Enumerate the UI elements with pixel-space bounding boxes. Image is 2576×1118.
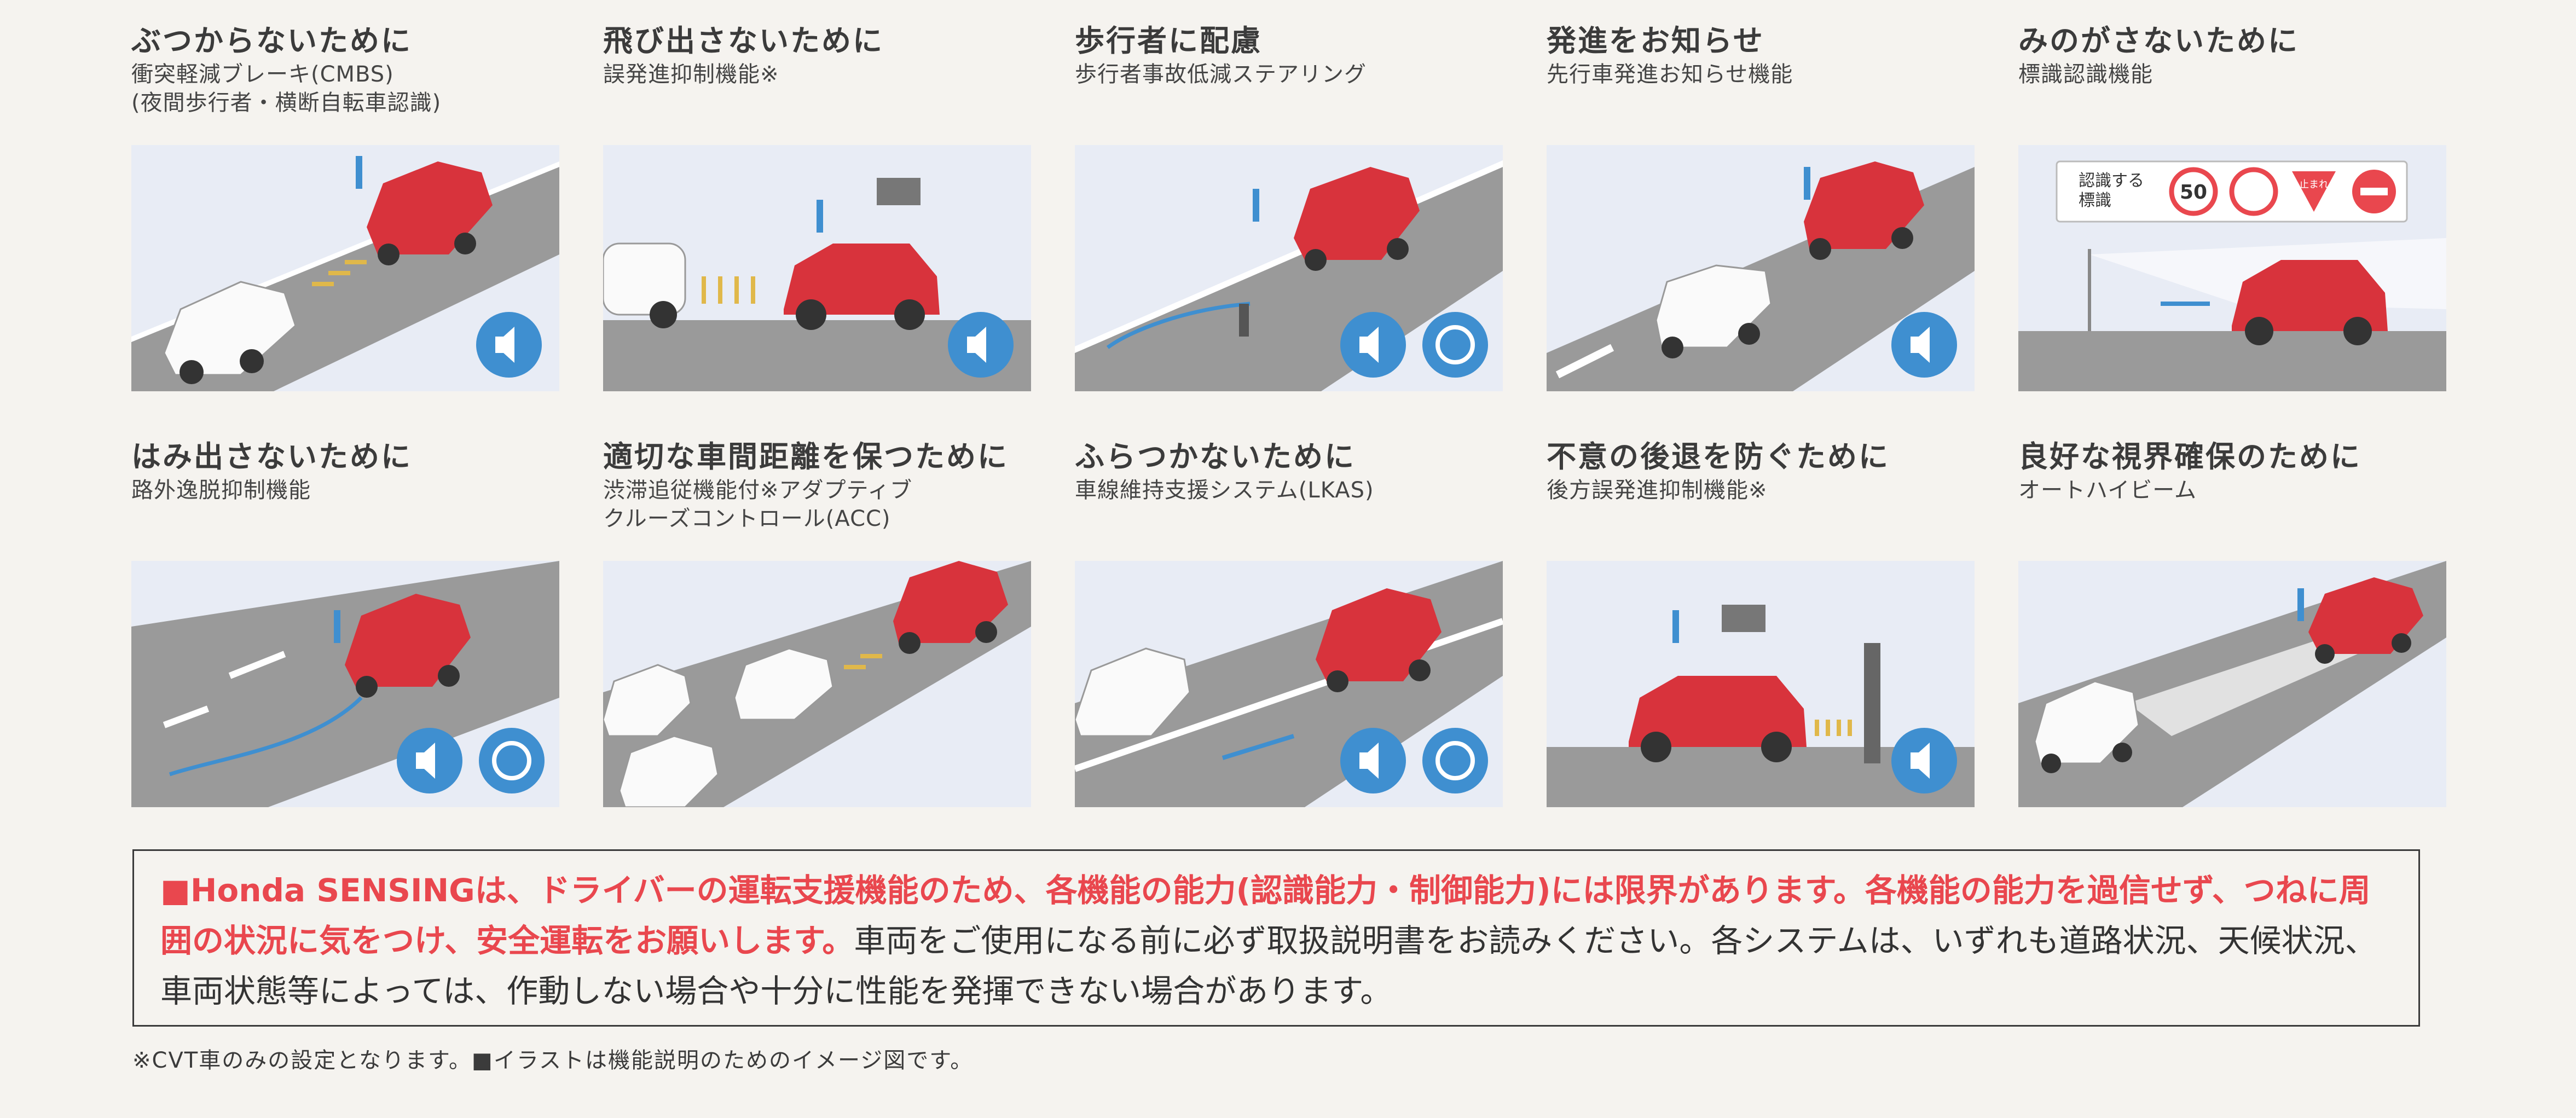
- white-car-icon: [163, 281, 297, 384]
- white-car-icon: [1075, 647, 1191, 737]
- red-car-icon: [1294, 167, 1420, 271]
- feature-grid: ぶつからないために 衝突軽減ブレーキ(CMBS) (夜間歩行者・横断自転車認識): [131, 22, 2446, 821]
- feature-road-departure: はみ出さないために 路外逸脱抑制機能: [131, 438, 559, 832]
- feature-subtitle: 歩行者事故低減ステアリング: [1075, 62, 1367, 87]
- steering-icon: [1422, 312, 1488, 378]
- feature-title: みのがさないために: [2018, 24, 2299, 58]
- stop-sign-text: 止まれ: [2299, 179, 2329, 190]
- feature-title: 発進をお知らせ: [1547, 24, 1764, 58]
- red-car-icon: [345, 594, 471, 698]
- alert-icon: [356, 156, 362, 189]
- red-car-icon: [893, 561, 1008, 654]
- feature-acc: 適切な車間距離を保つために 渋滞追従機能付※アダプティブ クルーズコントロール(…: [603, 438, 1031, 832]
- feature-subtitle: オートハイビーム: [2018, 478, 2197, 503]
- safety-notice: ■Honda SENSINGは、ドライバーの運転支援機能のため、各機能の能力(認…: [132, 849, 2420, 1027]
- feature-title: 歩行者に配慮: [1075, 24, 1262, 58]
- pedal-icon: [877, 178, 921, 205]
- feature-title: 不意の後退を防ぐために: [1547, 439, 1890, 474]
- stop-sign-icon: [2292, 171, 2336, 212]
- feature-illustration: 認識する標識 50 止まれ: [2018, 145, 2446, 391]
- feature-pedestrian-steering: 歩行者に配慮 歩行者事故低減ステアリング: [1075, 22, 1503, 416]
- feature-illustration: [1547, 145, 1975, 391]
- feature-subtitle: 先行車発進お知らせ機能: [1547, 62, 1793, 87]
- feature-subtitle: 衝突軽減ブレーキ(CMBS) (夜間歩行者・横断自転車認識): [131, 62, 442, 115]
- pedestrian-icon: [1239, 304, 1249, 337]
- feature-illustration: [603, 145, 1031, 391]
- speed-limit-value: 50: [2180, 181, 2207, 204]
- feature-title: 良好な視界確保のために: [2018, 439, 2361, 474]
- red-car-icon: [2308, 577, 2423, 664]
- feature-illustration: [1075, 145, 1503, 391]
- steering-icon: [1422, 728, 1488, 793]
- feature-title: はみ出さないために: [131, 439, 412, 474]
- notice-body-text: 車両をご使用になる前に必ず取扱説明書をお読みください。各システムは、いずれも道路…: [160, 922, 2377, 1010]
- alert-icon: [2297, 588, 2304, 621]
- feature-subtitle: 後方誤発進抑制機能※: [1547, 478, 1768, 503]
- alert-icon: [1253, 189, 1259, 222]
- pedal-icon: [1722, 605, 1765, 632]
- alert-icon: [817, 200, 823, 233]
- notice-square-icon: ■: [160, 872, 190, 909]
- feature-title: ぶつからないために: [131, 24, 412, 58]
- footnote: ※CVT車のみの設定となります。■イラストは機能説明のためのイメージ図です。: [132, 1048, 974, 1073]
- feature-title: 適切な車間距離を保つために: [603, 439, 1009, 474]
- feature-subtitle: 渋滞追従機能付※アダプティブ クルーズコントロール(ACC): [603, 478, 913, 531]
- white-car-icon: [2034, 680, 2140, 773]
- alert-icon: [334, 610, 340, 643]
- feature-rear-false-start: 不意の後退を防ぐために 後方誤発進抑制機能※: [1547, 438, 1975, 832]
- feature-title: 飛び出さないために: [603, 24, 884, 58]
- white-car-icon: [603, 242, 686, 328]
- red-car-icon: [1316, 588, 1442, 692]
- lane-markings: [163, 651, 286, 728]
- lane-markings: [1075, 618, 1503, 772]
- feature-title: ふらつかないために: [1075, 439, 1356, 474]
- feature-lkas: ふらつかないために 車線維持支援システム(LKAS): [1075, 438, 1503, 832]
- feature-illustration: [1075, 561, 1503, 807]
- feature-departure-notice: 発進をお知らせ 先行車発進お知らせ機能: [1547, 22, 1975, 416]
- red-car-icon: [367, 161, 493, 265]
- feature-subtitle: 標識認識機能: [2018, 62, 2153, 87]
- red-car-icon: [784, 244, 940, 330]
- white-car-icon: [603, 647, 834, 807]
- no-entry-bicycle-icon: [2229, 167, 2278, 216]
- red-car-icon: [1804, 161, 1924, 260]
- feature-illustration: [1547, 561, 1975, 807]
- red-car-icon: [1629, 676, 1807, 762]
- notice-warning-text: Honda SENSINGは、ドライバーの運転支援機能のため、各機能の能力(認識…: [160, 872, 2371, 959]
- alert-icon: [1804, 167, 1810, 200]
- sensor-waves: [702, 276, 755, 304]
- feature-collision-braking: ぶつからないために 衝突軽減ブレーキ(CMBS) (夜間歩行者・横断自転車認識): [131, 22, 559, 416]
- steering-icon: [479, 728, 545, 793]
- feature-illustration: [131, 145, 559, 391]
- white-car-icon: [1655, 264, 1772, 358]
- feature-auto-high-beam: 良好な視界確保のために オートハイビーム: [2018, 438, 2446, 832]
- feature-illustration: [131, 561, 559, 807]
- alert-icon: [1672, 610, 1679, 643]
- speed-limit-icon: [2169, 167, 2218, 216]
- feature-subtitle: 車線維持支援システム(LKAS): [1075, 478, 1374, 503]
- feature-subtitle: 路外逸脱抑制機能: [131, 478, 311, 503]
- feature-sign-recognition: みのがさないために 標識認識機能 認識する標識 50 止まれ: [2018, 22, 2446, 416]
- sensor-waves: [844, 654, 882, 669]
- feature-illustration: [2018, 561, 2446, 807]
- sensor-waves: [1815, 720, 1852, 736]
- red-car-icon: [2232, 260, 2388, 345]
- feature-illustration: [603, 561, 1031, 807]
- feature-false-start-prevention: 飛び出さないために 誤発進抑制機能※: [603, 22, 1031, 416]
- sign-label: 認識する標識: [2079, 171, 2144, 210]
- feature-subtitle: 誤発進抑制機能※: [603, 62, 779, 87]
- sensor-waves: [312, 260, 367, 286]
- wall-pole: [1864, 643, 1880, 763]
